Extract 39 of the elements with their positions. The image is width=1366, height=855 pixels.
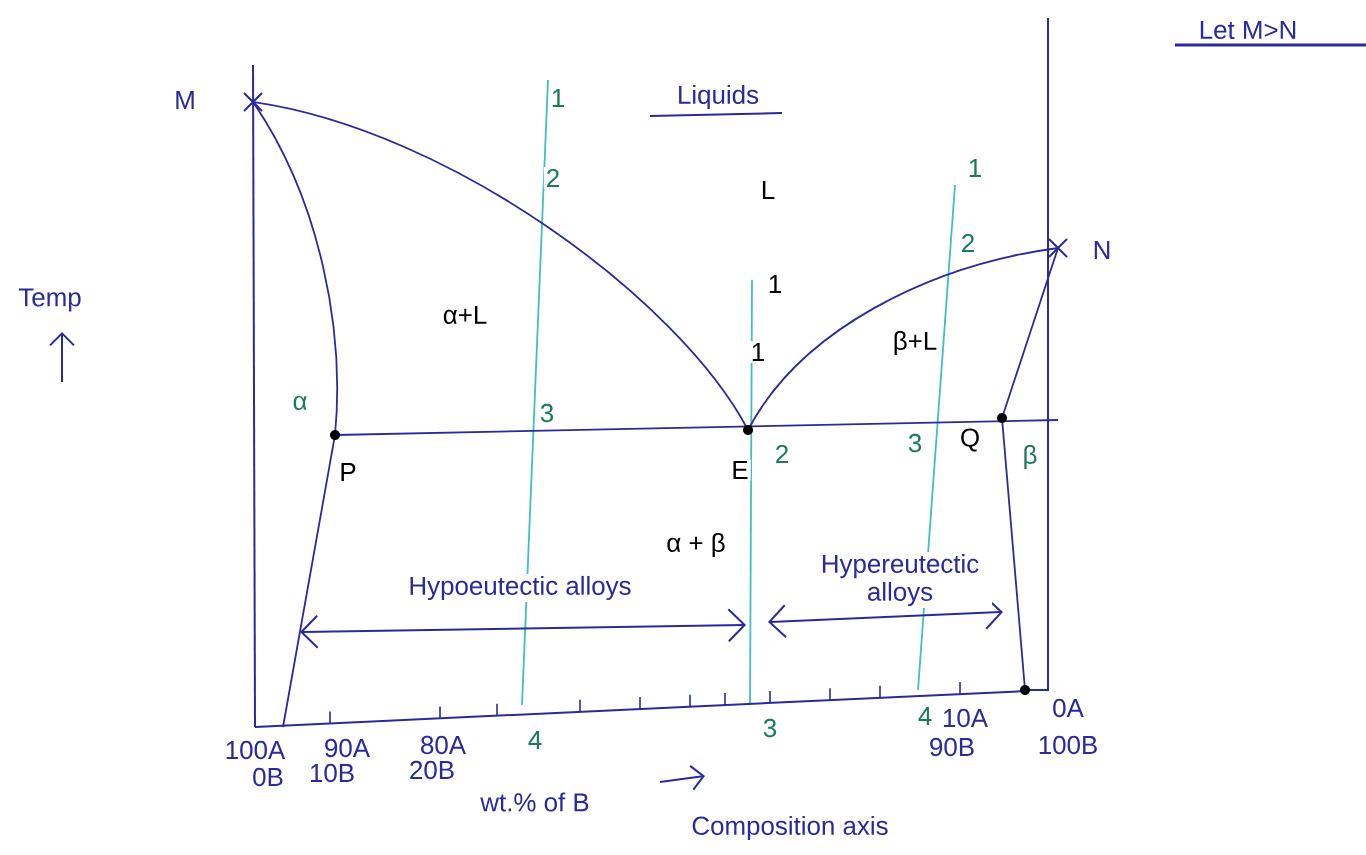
region-label: α + β	[664, 530, 728, 560]
region-label: β	[1020, 442, 1040, 472]
note: Let M>N	[1196, 18, 1300, 42]
cooling-point-number: 1	[548, 87, 568, 109]
cooling-point-number: 2	[772, 442, 792, 466]
cooling-point-number: 4	[915, 705, 935, 727]
tick-label: 10A	[940, 706, 991, 730]
cooling-point-number: 3	[760, 716, 780, 740]
tick-label: 20B	[406, 758, 458, 782]
tick-label: 0B	[250, 765, 286, 789]
cooling-point-number: 3	[905, 431, 925, 455]
cooling-point-number: 1	[748, 341, 768, 363]
cooling-point-number: 2	[958, 231, 978, 255]
cooling-point-number: 4	[525, 729, 545, 751]
region-label: α+L	[440, 304, 490, 327]
point-label: M	[172, 89, 198, 111]
axis-label: Composition axis	[689, 813, 891, 843]
point-label: P	[337, 461, 359, 483]
region-label: Liquids	[674, 82, 762, 112]
cooling-point-number: 1	[965, 157, 985, 179]
cooling-point-number: 3	[537, 401, 557, 425]
point-label: N	[1090, 239, 1114, 261]
region-label: L	[758, 179, 778, 201]
axis-label: wt.% of B	[478, 790, 592, 814]
tick-label: 90B	[927, 735, 978, 759]
cooling-point-number: 1	[765, 273, 785, 295]
range-label: Hypereutectic alloys	[808, 552, 992, 608]
region-label: β+L	[890, 328, 940, 358]
point-label: E	[729, 459, 751, 481]
tick-label: 100A	[222, 738, 288, 762]
tick-label: 10B	[306, 761, 358, 785]
tick-label: 80A	[417, 733, 469, 757]
region-label: α	[290, 393, 310, 413]
tick-label: 0A	[1050, 696, 1086, 720]
tick-label: 90A	[321, 736, 373, 760]
range-label: Hypoeutectic alloys	[406, 573, 634, 603]
axis-label: Temp	[16, 286, 84, 314]
point-label: Q	[957, 426, 983, 454]
tick-label: 100B	[1035, 733, 1101, 757]
